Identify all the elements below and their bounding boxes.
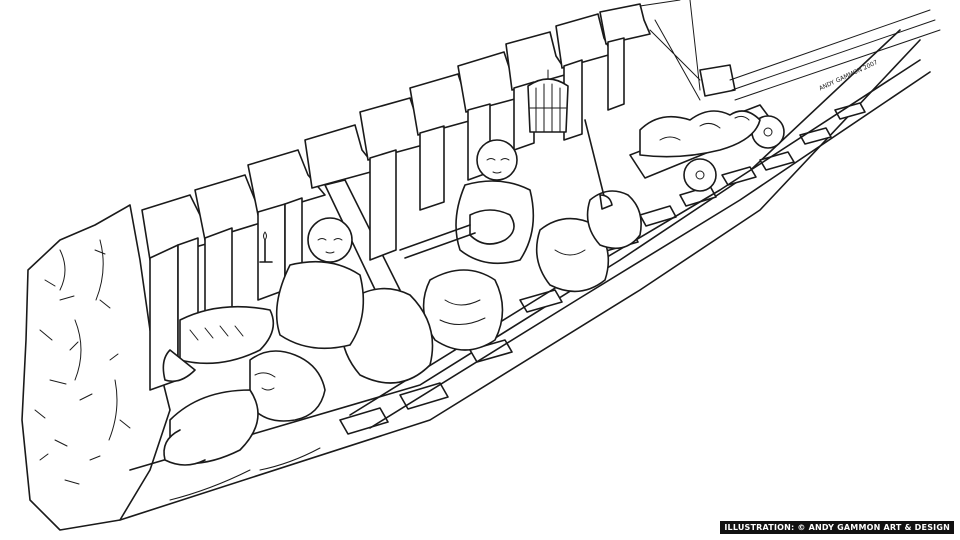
tunnel-floor: [119, 29, 921, 521]
rock-face: [21, 204, 171, 531]
image-credit: ILLUSTRATION: © ANDY GAMMON ART & DESIGN: [720, 521, 954, 534]
rails: [349, 59, 931, 429]
birdcage: [527, 69, 569, 133]
timber-supports: [141, 0, 736, 391]
candle: [259, 231, 273, 263]
rope-lines: [729, 9, 941, 101]
worker-back: [455, 139, 535, 265]
worker-seated: [162, 217, 365, 383]
trolley: [629, 104, 785, 192]
sacks: [341, 190, 642, 384]
tools: [399, 119, 613, 259]
worker-lying: [163, 350, 326, 466]
